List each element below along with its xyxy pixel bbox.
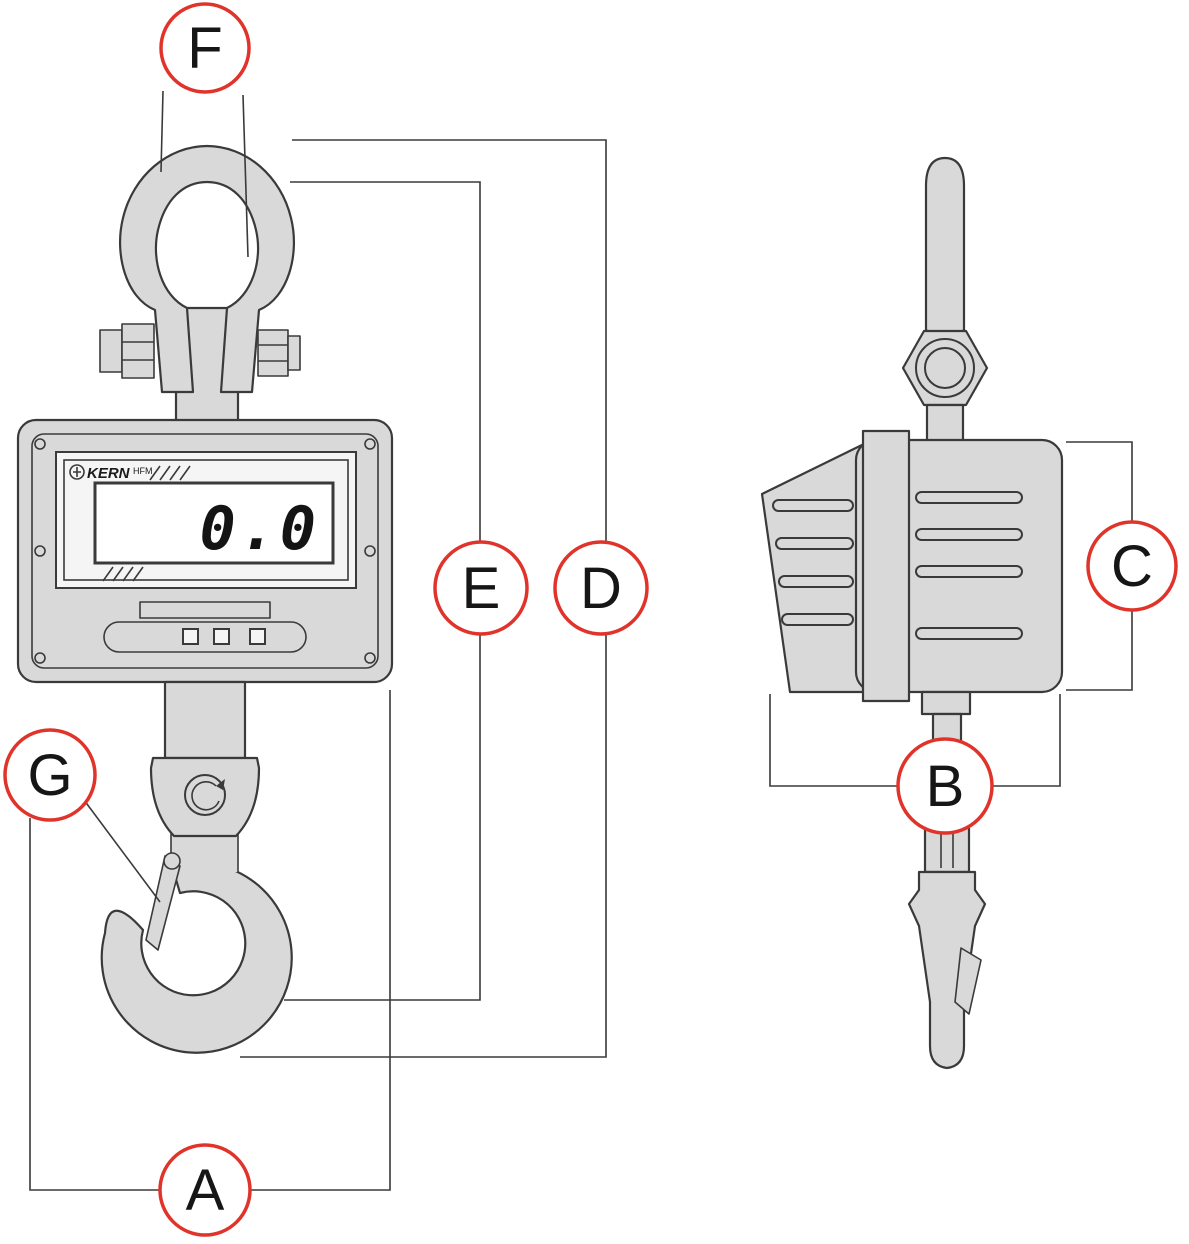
nut-bore-inner xyxy=(924,347,966,389)
control-button xyxy=(182,628,199,645)
brand-text: KERN xyxy=(87,465,131,482)
vent-slot xyxy=(778,575,854,588)
callout-F-label: F xyxy=(187,16,222,81)
callout-G: G xyxy=(3,728,97,822)
nut-bore-outer xyxy=(915,338,975,398)
callout-badges: F E D G A C B xyxy=(3,2,1178,1237)
swivel-rotation-arrowhead-icon xyxy=(216,779,225,790)
callout-F-circle xyxy=(159,2,251,94)
callout-A-circle xyxy=(158,1143,252,1237)
bow-shackle xyxy=(119,144,295,394)
bolt-facet-lines-right xyxy=(258,344,288,362)
model-text: HFM xyxy=(133,466,153,476)
display-housing-inner-line xyxy=(31,433,379,669)
callout-E-label: E xyxy=(462,556,501,621)
front-view: KERN HFM 0.0 xyxy=(16,144,394,1054)
callout-A-bracket-right xyxy=(250,690,391,1191)
swivel-rotation-icon xyxy=(191,781,220,811)
callout-A: A xyxy=(158,1143,252,1237)
callout-D-circle xyxy=(553,540,649,636)
bolt-washer-right xyxy=(287,335,301,371)
lcd-value: 0.0 xyxy=(200,494,320,564)
callout-G-label: G xyxy=(27,743,72,808)
shackle-bolt xyxy=(99,323,301,379)
vent-slot xyxy=(915,528,1023,541)
callout-B-bracket-right xyxy=(991,694,1061,787)
screw xyxy=(34,545,46,557)
swivel-bearing xyxy=(184,774,226,816)
safety-latch xyxy=(145,855,181,951)
upper-neck-side xyxy=(925,403,965,444)
display-hatch-marks-top xyxy=(149,465,191,481)
callout-A-label: A xyxy=(186,1158,225,1223)
callout-B-label: B xyxy=(926,754,965,819)
callout-G-leader xyxy=(83,799,161,903)
screw xyxy=(364,545,376,557)
kern-logo-balance-icon xyxy=(73,467,81,477)
keypad-bar xyxy=(139,601,271,619)
kern-logo: KERN HFM xyxy=(69,464,153,482)
callout-F-lines xyxy=(160,90,249,258)
load-hook xyxy=(100,861,293,1054)
callout-B: B xyxy=(896,737,994,835)
callout-C-circle xyxy=(1086,520,1178,612)
vent-slot xyxy=(775,537,854,550)
lcd-window xyxy=(93,481,335,565)
side-view xyxy=(760,156,1064,1070)
swivel-block xyxy=(149,756,261,838)
vent-slot xyxy=(772,499,854,512)
control-button xyxy=(249,628,266,645)
callout-D: D xyxy=(553,540,649,636)
callout-C-label: C xyxy=(1111,534,1153,599)
upper-shank xyxy=(163,680,247,760)
bolt-nut-right xyxy=(257,329,289,377)
housing-side-wedge xyxy=(760,440,870,694)
suspension-nut xyxy=(901,329,989,407)
shackle-side-bar xyxy=(924,156,966,346)
callout-A-bracket-left xyxy=(29,818,160,1191)
control-button xyxy=(213,628,230,645)
vent-slot xyxy=(915,627,1023,640)
screw xyxy=(364,652,376,664)
keypad-pill xyxy=(103,621,307,653)
callout-F: F xyxy=(159,2,251,94)
safety-latch-side xyxy=(954,947,982,1015)
callout-E: E xyxy=(433,540,529,636)
screw xyxy=(364,438,376,450)
kern-logo-icon xyxy=(69,464,85,480)
callout-B-bracket-left xyxy=(769,694,899,787)
latch-pivot xyxy=(163,852,181,870)
vent-slots-left xyxy=(772,499,854,626)
callout-C: C xyxy=(1086,520,1178,612)
vent-slot xyxy=(915,491,1023,504)
bolt-washer-left xyxy=(99,329,123,373)
vent-slots-right xyxy=(915,491,1023,640)
callout-G-circle xyxy=(3,728,97,822)
housing-screws xyxy=(34,438,376,664)
callout-B-circle xyxy=(896,737,994,835)
vent-slot xyxy=(915,565,1023,578)
lower-neck-side xyxy=(920,690,972,716)
callout-E-circle xyxy=(433,540,529,636)
mounting-strap xyxy=(861,429,911,703)
display-hatch-marks-bottom xyxy=(102,566,144,582)
callout-D-label: D xyxy=(580,556,622,621)
bolt-head-left xyxy=(121,323,155,379)
screw xyxy=(34,438,46,450)
vent-slot xyxy=(781,613,854,626)
display-bezel-inner-line xyxy=(63,459,349,581)
bolt-facet-lines-left xyxy=(122,341,154,361)
screw xyxy=(34,652,46,664)
